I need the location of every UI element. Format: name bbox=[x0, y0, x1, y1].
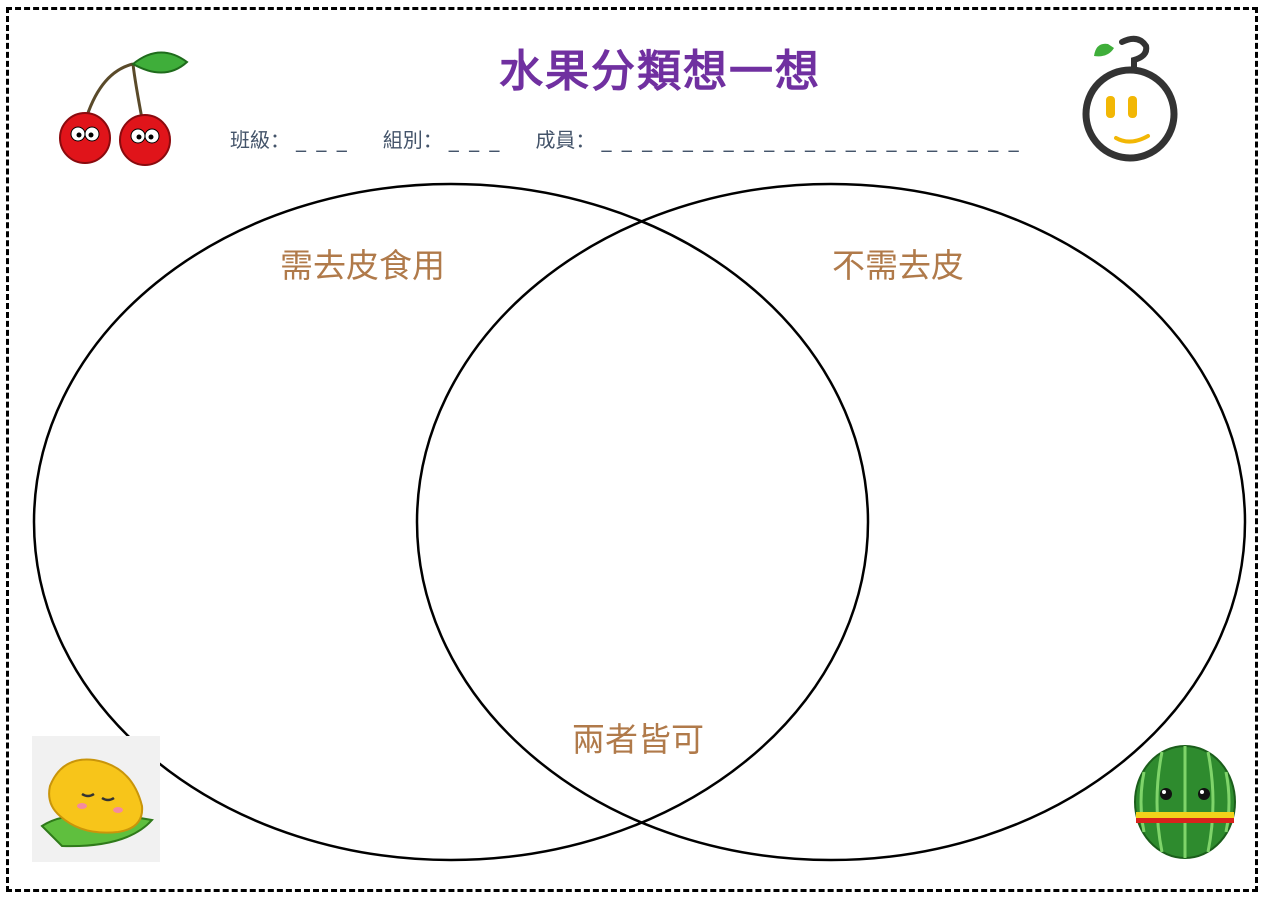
venn-left-label: 需去皮食用 bbox=[280, 246, 445, 285]
mango-icon bbox=[32, 736, 160, 862]
members-blank[interactable]: _ _ _ _ _ _ _ _ _ _ _ _ _ _ _ _ _ _ _ _ … bbox=[601, 128, 1021, 152]
info-row: 班級：_ _ _組別：_ _ _成員：_ _ _ _ _ _ _ _ _ _ _… bbox=[230, 124, 1055, 156]
venn-left-circle bbox=[32, 182, 870, 862]
venn-right-circle bbox=[415, 182, 1247, 862]
orange-face-icon bbox=[1082, 35, 1178, 162]
page-title: 水果分類想一想 bbox=[499, 46, 821, 97]
class-blank[interactable]: _ _ _ bbox=[296, 128, 349, 152]
watermelon-icon bbox=[1134, 745, 1236, 859]
class-label: 班級： bbox=[230, 128, 290, 152]
cherry-icon bbox=[59, 51, 189, 166]
group-blank[interactable]: _ _ _ bbox=[448, 128, 502, 152]
venn-overlap-label: 兩者皆可 bbox=[572, 720, 704, 759]
venn-right-label: 不需去皮 bbox=[832, 246, 964, 285]
members-label: 成員： bbox=[535, 128, 596, 152]
group-label: 組別： bbox=[382, 128, 443, 152]
page-border bbox=[6, 7, 1258, 892]
